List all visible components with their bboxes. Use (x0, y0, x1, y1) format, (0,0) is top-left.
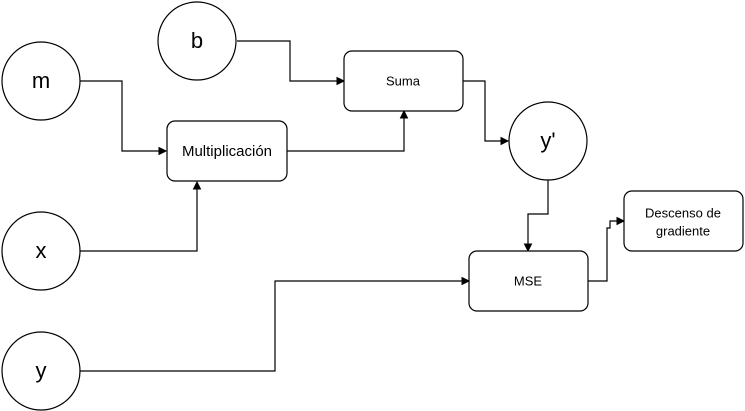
edge-mse-to-descenso (588, 220, 618, 282)
node-mse-label: MSE (514, 273, 543, 288)
node-multiplicacion: Multiplicación (166, 120, 288, 182)
arrowhead-multiplicacion-to-suma (399, 109, 409, 119)
arrowhead-mse-to-descenso (616, 216, 626, 226)
node-suma: Suma (343, 50, 464, 112)
node-ypred: y' (508, 101, 588, 181)
node-y-label: y (36, 358, 47, 383)
node-y: y (1, 331, 81, 411)
arrowhead-ypred-to-mse (523, 243, 533, 253)
node-mse: MSE (468, 250, 589, 312)
node-b: b (157, 1, 237, 81)
node-m-label: m (32, 68, 50, 93)
node-m-circle (1, 41, 81, 121)
node-mse-box (468, 250, 589, 312)
arrowhead-x-to-multiplicacion (192, 180, 202, 190)
node-x-label: x (36, 238, 47, 263)
edge-x-to-multiplicacion (80, 188, 198, 252)
node-ypred-circle (508, 101, 588, 181)
node-ypred-label: y' (540, 128, 555, 153)
node-multiplicacion-box (166, 120, 288, 182)
node-multiplicacion-label: Multiplicación (182, 143, 272, 160)
arrowhead-y-to-mse (461, 276, 471, 286)
node-descenso-gradiente-label-line2: gradiente (656, 223, 710, 238)
edge-b-to-suma (237, 40, 338, 82)
node-m: m (1, 41, 81, 121)
arrowhead-m-to-multiplicacion (158, 146, 168, 156)
edge-m-to-multiplicacion (80, 80, 160, 152)
node-y-circle (1, 331, 81, 411)
node-x: x (1, 211, 81, 291)
node-suma-box (343, 50, 464, 112)
edge-multiplicacion-to-suma (287, 118, 405, 152)
node-b-label: b (191, 28, 203, 53)
arrowhead-suma-to-ypred (500, 136, 510, 146)
node-x-circle (1, 211, 81, 291)
node-descenso-gradiente-box (623, 190, 744, 252)
node-descenso-gradiente: Descenso de gradiente (623, 190, 744, 252)
node-b-circle (157, 1, 237, 81)
edges (80, 40, 626, 372)
edge-y-to-mse (80, 280, 462, 372)
edge-ypred-to-mse (527, 180, 549, 244)
edge-suma-to-ypred (463, 80, 502, 142)
arrowhead-b-to-suma (336, 76, 346, 86)
node-suma-label: Suma (386, 73, 421, 88)
node-descenso-gradiente-label-line1: Descenso de (645, 205, 721, 220)
